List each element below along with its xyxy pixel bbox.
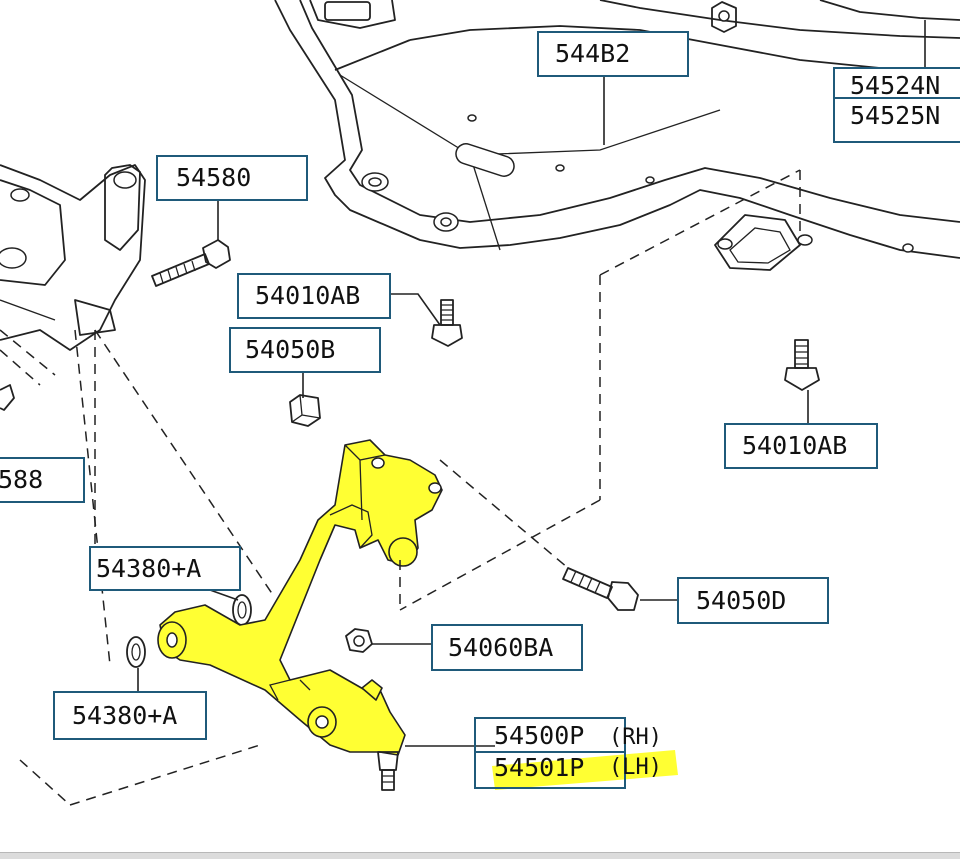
label-544b2: 544B2 (537, 31, 689, 77)
label-54060ba: 54060BA (431, 624, 583, 671)
label-54050d: 54050D (677, 577, 829, 624)
label-54524n-54525n: 54524N 54525N (833, 67, 960, 143)
label-54524n-text: 54524N (850, 71, 940, 100)
label-54050b-text: 54050B (245, 335, 335, 364)
label-54380a-top: 54380+A (89, 546, 241, 591)
label-54500p-side-text: (RH) (609, 725, 662, 750)
label-54500p-text: 54500P (494, 721, 584, 750)
label-highlight (492, 750, 678, 790)
label-588: 588 (0, 457, 85, 503)
nut-54060ba (345, 628, 373, 653)
label-54050b: 54050B (229, 327, 381, 373)
label-588-text: 588 (0, 465, 43, 494)
label-54580-text: 54580 (176, 163, 251, 192)
bushing-54050b (289, 394, 321, 427)
label-544b2-text: 544B2 (555, 39, 630, 68)
washer-54380a-bottom (126, 636, 146, 668)
knuckle-assembly (0, 164, 146, 411)
bolt-54050d (562, 567, 639, 611)
window-bottom-edge (0, 852, 960, 859)
bolt-54010ab-top (431, 299, 463, 347)
label-54060ba-text: 54060BA (448, 633, 553, 662)
label-54010ab-right: 54010AB (724, 423, 878, 469)
label-54501p-side-text: (LH) (609, 755, 662, 780)
lower-control-arm (157, 439, 443, 791)
label-54010ab-right-text: 54010AB (742, 431, 847, 460)
label-54010ab-top-text: 54010AB (255, 281, 360, 310)
dashed-guides (0, 169, 801, 806)
bolt-54010ab-right (784, 339, 820, 391)
label-54380a-top-text: 54380+A (96, 554, 201, 583)
label-54580: 54580 (156, 155, 308, 201)
bolt-54580 (151, 239, 231, 287)
label-54380a-bottom: 54380+A (53, 691, 207, 740)
label-54050d-text: 54050D (696, 586, 786, 615)
label-54501p-text: 54501P (494, 753, 584, 782)
label-54380a-bottom-text: 54380+A (72, 701, 177, 730)
crossmember-frame (274, 0, 960, 271)
label-54500p-54501p: 54500P (RH) 54501P (LH) (474, 717, 662, 789)
label-54525n-text: 54525N (850, 101, 940, 130)
label-54010ab-top: 54010AB (237, 273, 391, 319)
